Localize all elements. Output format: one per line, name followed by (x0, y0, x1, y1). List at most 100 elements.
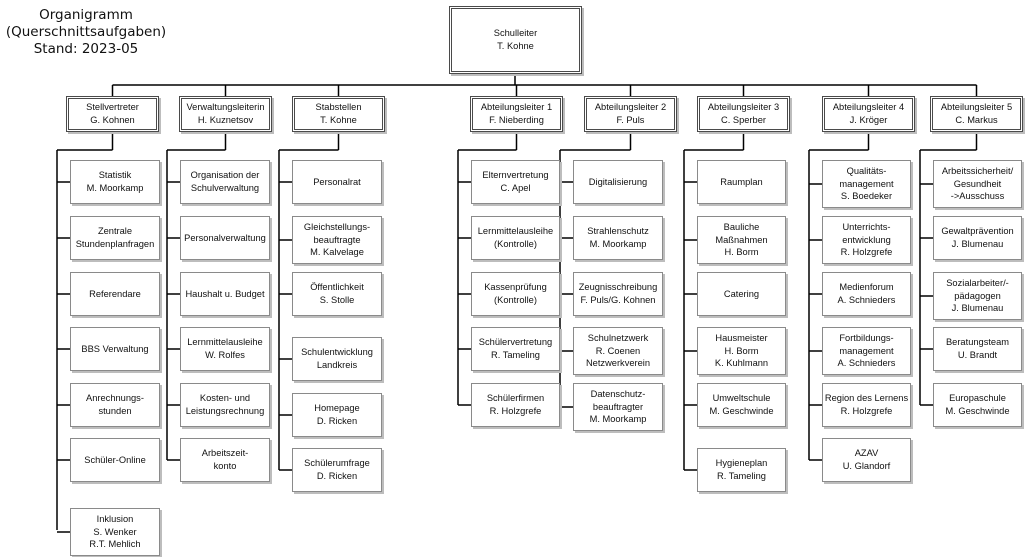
item-box-stellvertreter-line: Stundenplanfragen (75, 239, 155, 249)
item-box-stabstellen-line: S. Stolle (319, 295, 355, 305)
item-box-verwaltungsleiterin: Arbeitszeit-konto (180, 438, 270, 482)
item-box-stabstellen-line: Gleichstellungs- (303, 222, 371, 233)
item-box-abteilungsleiter-2-line: Netzwerkverein (585, 358, 651, 369)
item-box-verwaltungsleiterin-line: Lernmittelausleihe (187, 337, 263, 348)
item-box-abteilungsleiter-5-line: ->Ausschuss (950, 191, 1005, 202)
item-box-abteilungsleiter-3-line: Catering (723, 288, 760, 299)
item-box-verwaltungsleiterin-line: Kosten- und (199, 393, 251, 404)
item-box-abteilungsleiter-5: Arbeitssicherheit/Gesundheit->Ausschuss (933, 160, 1022, 208)
item-box-abteilungsleiter-1-line: R. Holzgrefe (489, 406, 542, 416)
item-box-stellvertreter-line: Schüler-Online (84, 454, 146, 465)
item-box-abteilungsleiter-4-line: R. Holzgrefe (840, 406, 893, 416)
item-box-abteilungsleiter-1-line: (Kontrolle) (494, 239, 537, 249)
head-box-abteilungsleiter-4-line: Abteilungsleiter 4 (832, 102, 905, 113)
item-box-abteilungsleiter-2-line: Strahlenschutz (587, 226, 649, 237)
item-box-stabstellen-line: Personalrat (313, 176, 361, 187)
item-box-stellvertreter-line: M. Moorkamp (86, 183, 144, 193)
item-box-abteilungsleiter-4-line: Region des Lernens (824, 393, 909, 404)
item-box-abteilungsleiter-1-line: C. Apel (500, 183, 531, 193)
item-box-abteilungsleiter-1: Lernmittelausleihe (Kontrolle) (471, 216, 560, 260)
item-box-abteilungsleiter-5-line: Beratungsteam (945, 337, 1010, 348)
item-box-verwaltungsleiterin-line: konto (213, 461, 237, 471)
item-box-abteilungsleiter-2-line: M. Moorkamp (589, 414, 647, 425)
item-box-abteilungsleiter-5-line: U. Brandt (957, 350, 998, 360)
item-box-abteilungsleiter-2-line: Digitalisierung (588, 176, 648, 187)
item-box-stellvertreter-line: Inklusion (96, 514, 134, 525)
root-box-schulleiter-line: T. Kohne (497, 41, 534, 51)
item-box-stellvertreter-line: stunden (98, 406, 132, 416)
item-box-verwaltungsleiterin-line: Arbeitszeit- (201, 448, 249, 459)
head-box-abteilungsleiter-2-line: Abteilungsleiter 2 (594, 102, 667, 113)
item-box-abteilungsleiter-4-line: management (839, 178, 894, 189)
item-box-stellvertreter-line: Referendare (89, 288, 141, 299)
item-box-abteilungsleiter-5: Beratungsteam U. Brandt (933, 327, 1022, 371)
item-box-abteilungsleiter-5-line: pädagogen (954, 290, 1001, 301)
item-box-stellvertreter-line: Statistik (98, 170, 132, 181)
item-box-abteilungsleiter-4: Region des Lernens R. Holzgrefe (822, 383, 911, 427)
item-box-stabstellen-line: D. Ricken (316, 416, 358, 426)
item-box-verwaltungsleiterin-line: Organisation der (190, 170, 260, 181)
item-box-abteilungsleiter-1-line: R. Tameling (491, 350, 540, 360)
head-box-abteilungsleiter-3-line: Abteilungsleiter 3 (707, 102, 780, 113)
item-box-stellvertreter-line: Zentrale (97, 226, 133, 237)
item-box-abteilungsleiter-1-line: Schülerfirmen (486, 393, 545, 404)
item-box-stellvertreter-line: R.T. Mehlich (89, 539, 141, 550)
item-box-abteilungsleiter-3-line: Raumplan (720, 176, 763, 187)
item-box-abteilungsleiter-1-line: Elternvertretung (482, 170, 549, 181)
item-box-abteilungsleiter-2-line: beauftragter (592, 401, 644, 412)
item-box-abteilungsleiter-5-line: Sozialarbeiter/- (946, 278, 1009, 289)
item-box-stellvertreter-line: BBS Verwaltung (81, 343, 149, 354)
item-box-stellvertreter: BBS Verwaltung (70, 327, 160, 371)
item-box-abteilungsleiter-3-line: K. Kuhlmann (714, 358, 769, 369)
item-box-abteilungsleiter-1-line: Schülervertretung (478, 337, 553, 348)
item-box-stabstellen-line: Homepage (314, 403, 360, 414)
head-box-verwaltungsleiterin-line: H. Kuznetsov (197, 115, 254, 125)
item-box-abteilungsleiter-4-line: Unterrichts- (842, 222, 891, 233)
item-box-abteilungsleiter-4-line: A. Schnieders (837, 358, 896, 369)
item-box-abteilungsleiter-2: Digitalisierung (573, 160, 663, 204)
item-box-abteilungsleiter-2-line: Schulnetzwerk (587, 333, 649, 344)
item-box-stabstellen-line: Öffentlichkeit (310, 282, 364, 293)
caption-title: Organigramm (39, 7, 133, 23)
root-box-schulleiter-line: Schulleiter (493, 28, 538, 39)
head-box-abteilungsleiter-2-line: F. Puls (616, 115, 645, 125)
item-box-verwaltungsleiterin-line: Schulverwaltung (190, 183, 260, 193)
item-box-abteilungsleiter-3-line: H. Borm (724, 247, 759, 258)
item-box-abteilungsleiter-1-line: Lernmittelausleihe (477, 226, 554, 237)
item-box-abteilungsleiter-2-line: Datenschutz- (590, 389, 646, 400)
head-box-stabstellen-line: T. Kohne (320, 115, 357, 125)
item-box-abteilungsleiter-2-line: Zeugnisschreibung (578, 282, 658, 293)
item-box-stellvertreter-line: S. Wenker (93, 526, 137, 537)
item-box-abteilungsleiter-4-line: Medienforum (839, 282, 894, 293)
item-box-abteilungsleiter-3-line: H. Borm (724, 345, 759, 356)
item-box-abteilungsleiter-1-line: (Kontrolle) (494, 295, 537, 305)
item-box-abteilungsleiter-5-line: Gesundheit (953, 178, 1002, 189)
item-box-abteilungsleiter-4-line: R. Holzgrefe (840, 247, 893, 258)
item-box-verwaltungsleiterin-line: Haushalt u. Budget (185, 288, 265, 299)
root-box-schulleiter: Schulleiter T. Kohne (449, 6, 582, 74)
item-box-verwaltungsleiterin-line: Leistungsrechnung (185, 406, 265, 416)
head-box-abteilungsleiter-5-line: C. Markus (955, 115, 998, 125)
